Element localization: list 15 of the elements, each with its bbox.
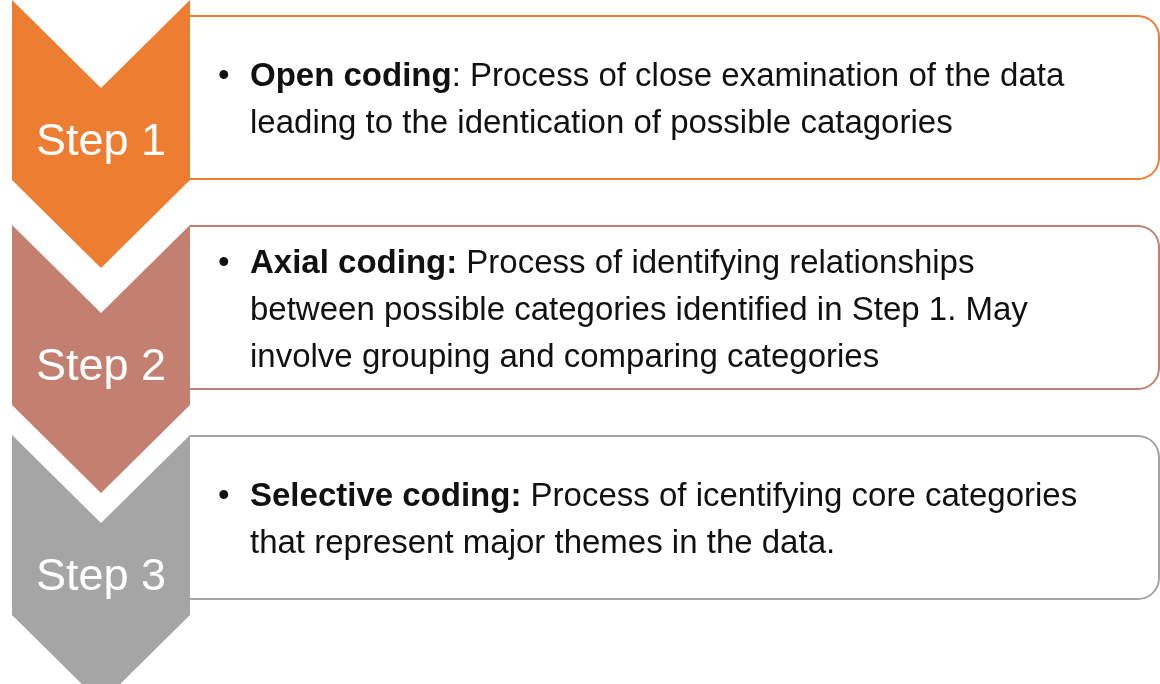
step-label: Step 1: [34, 114, 168, 166]
step-label: Step 2: [34, 339, 168, 391]
step-label: Step 3: [34, 549, 168, 601]
text-panel: [190, 225, 1160, 390]
bullet-mark: •: [218, 474, 230, 515]
description-text: Selective coding: Process of icentifying core categories that represent major themes in the data.: [250, 474, 1079, 562]
step-banner: [12, 225, 190, 493]
description-text: Open coding: Process of close examination of the data leading to the identication of possible catagories: [250, 54, 1066, 142]
bullet-mark: •: [218, 241, 230, 281]
step-banner: [12, 435, 190, 684]
text-panel: [190, 15, 1160, 180]
step-banner: [12, 0, 190, 268]
bullet-mark: •: [218, 54, 230, 95]
description-text: Axial coding: Process of identifying relationships between possible categories identified in Step 1. May involve grouping and comparing categories: [250, 241, 1029, 376]
text-panel: [190, 435, 1160, 600]
